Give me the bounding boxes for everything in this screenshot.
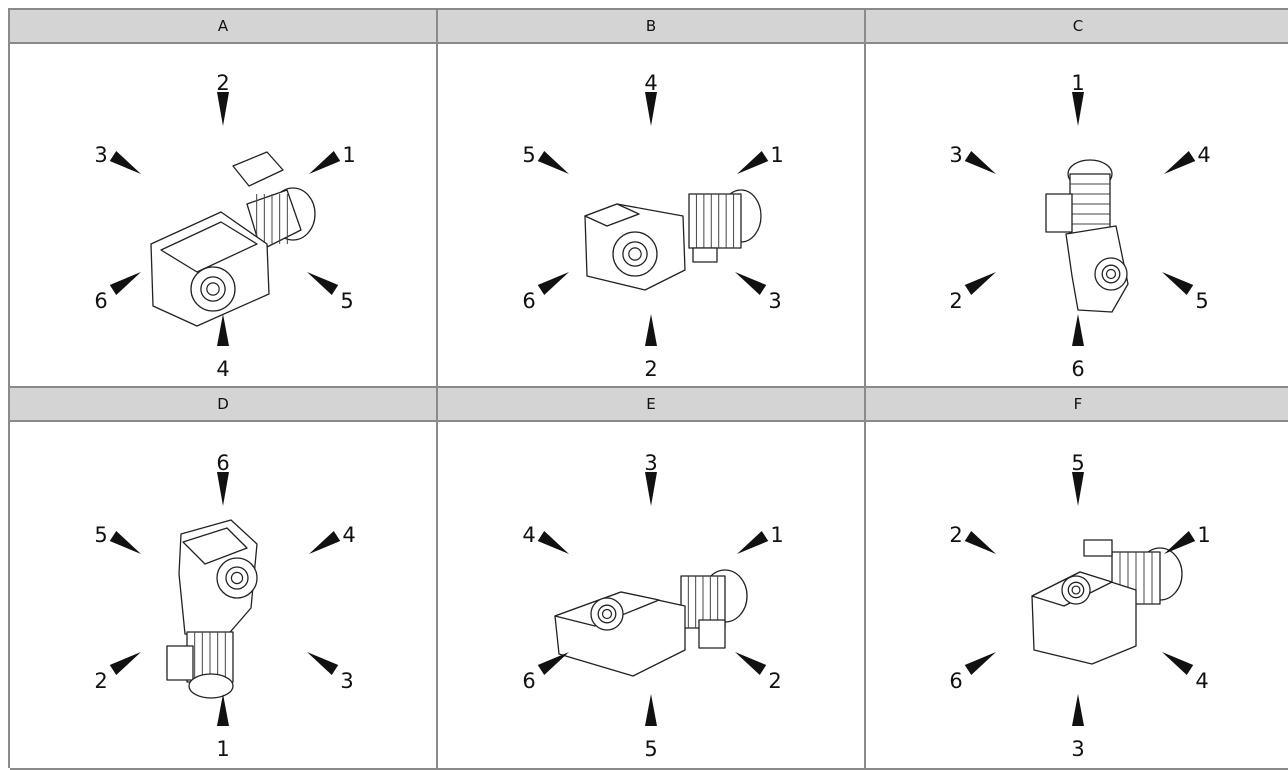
arrow-label-lower-left: 6 — [949, 669, 962, 693]
direction-arrow-upper-left — [537, 530, 569, 554]
gear-motor-drawing — [584, 189, 762, 291]
arrow-label-bottom: 1 — [216, 737, 229, 761]
panel-f: 5 3 2 1 6 4 — [866, 422, 1288, 770]
direction-arrow-upper-right — [309, 150, 341, 174]
direction-arrow-lower-right — [1162, 652, 1194, 676]
direction-arrow-bottom — [1072, 314, 1084, 346]
arrow-label-bottom: 3 — [1071, 737, 1084, 761]
direction-arrow-top — [645, 472, 657, 506]
panel-header-b: B — [438, 10, 866, 44]
arrow-label-top: 2 — [216, 71, 229, 95]
panel-diagram: 3 5 4 1 6 2 — [522, 451, 783, 761]
direction-arrow-upper-left — [109, 150, 141, 174]
direction-arrow-lower-right — [735, 272, 767, 296]
direction-arrow-lower-right — [1162, 272, 1194, 296]
gear-motor-drawing — [554, 569, 748, 677]
arrow-label-top: 3 — [644, 451, 657, 475]
arrow-label-bottom: 2 — [644, 357, 657, 381]
direction-arrow-top — [217, 92, 229, 126]
direction-arrow-upper-right — [737, 150, 769, 174]
arrow-label-upper-right: 1 — [342, 143, 355, 167]
direction-arrow-lower-left — [964, 652, 996, 676]
direction-arrow-top — [217, 472, 229, 506]
direction-arrow-top — [1072, 92, 1084, 126]
arrow-label-upper-right: 4 — [1197, 143, 1210, 167]
direction-arrow-lower-left — [109, 652, 141, 676]
direction-arrow-bottom — [645, 314, 657, 346]
direction-arrow-upper-right — [737, 530, 769, 554]
arrow-label-upper-right: 1 — [770, 143, 783, 167]
panel-header-e: E — [438, 388, 866, 422]
panel-diagram: 2 4 3 1 6 5 — [94, 71, 355, 381]
arrow-label-lower-right: 5 — [340, 289, 353, 313]
gear-motor-drawing — [150, 151, 316, 327]
direction-arrow-lower-left — [537, 272, 569, 296]
arrow-label-lower-left: 6 — [522, 289, 535, 313]
direction-arrow-upper-right — [1164, 150, 1196, 174]
arrow-label-lower-right: 3 — [768, 289, 781, 313]
direction-arrow-lower-left — [537, 652, 569, 676]
direction-arrow-upper-left — [964, 150, 996, 174]
arrow-label-top: 6 — [216, 451, 229, 475]
direction-arrow-upper-left — [109, 530, 141, 554]
arrow-label-upper-left: 5 — [94, 523, 107, 547]
arrow-label-lower-right: 4 — [1195, 669, 1208, 693]
panel-diagram: 5 3 2 1 6 4 — [949, 451, 1210, 761]
panel-c: 1 6 3 4 2 5 — [866, 44, 1288, 388]
panel-header-c: C — [866, 10, 1288, 44]
direction-arrow-upper-left — [537, 150, 569, 174]
arrow-label-top: 4 — [644, 71, 657, 95]
panel-diagram: 6 1 5 4 2 3 — [94, 451, 355, 761]
arrow-label-upper-left: 3 — [94, 143, 107, 167]
direction-arrow-lower-right — [307, 652, 339, 676]
arrow-label-upper-right: 4 — [342, 523, 355, 547]
panel-diagram: 4 2 5 1 6 3 — [522, 71, 783, 381]
direction-arrow-bottom — [217, 694, 229, 726]
arrow-label-bottom: 5 — [644, 737, 657, 761]
arrow-label-upper-left: 2 — [949, 523, 962, 547]
direction-arrow-bottom — [1072, 694, 1084, 726]
gear-motor-drawing — [1031, 539, 1183, 665]
arrow-label-lower-right: 5 — [1195, 289, 1208, 313]
panel-d: 6 1 5 4 2 3 — [10, 422, 438, 770]
panel-header-d: D — [10, 388, 438, 422]
direction-arrow-lower-left — [109, 272, 141, 296]
gear-motor-drawing — [166, 519, 258, 699]
direction-arrow-upper-right — [1164, 530, 1196, 554]
arrow-label-lower-right: 2 — [768, 669, 781, 693]
direction-arrow-top — [1072, 472, 1084, 506]
arrow-label-lower-right: 3 — [340, 669, 353, 693]
arrow-label-lower-left: 6 — [522, 669, 535, 693]
arrow-label-lower-left: 6 — [94, 289, 107, 313]
direction-arrow-lower-right — [307, 272, 339, 296]
direction-arrow-bottom — [645, 694, 657, 726]
arrow-label-bottom: 4 — [216, 357, 229, 381]
arrow-label-upper-left: 5 — [522, 143, 535, 167]
arrow-label-upper-left: 3 — [949, 143, 962, 167]
direction-arrow-bottom — [217, 314, 229, 346]
arrow-label-bottom: 6 — [1071, 357, 1084, 381]
direction-arrow-top — [645, 92, 657, 126]
panel-header-a: A — [10, 10, 438, 44]
arrow-label-lower-left: 2 — [949, 289, 962, 313]
arrow-label-upper-right: 1 — [770, 523, 783, 547]
direction-arrow-lower-right — [735, 652, 767, 676]
panel-a: 2 4 3 1 6 5 — [10, 44, 438, 388]
arrow-label-top: 5 — [1071, 451, 1084, 475]
arrow-label-upper-left: 4 — [522, 523, 535, 547]
gear-motor-drawing — [1045, 159, 1129, 313]
panel-b: 4 2 5 1 6 3 — [438, 44, 866, 388]
panel-header-f: F — [866, 388, 1288, 422]
direction-arrow-upper-right — [309, 530, 341, 554]
panel-diagram: 1 6 3 4 2 5 — [949, 71, 1210, 381]
arrow-label-lower-left: 2 — [94, 669, 107, 693]
direction-arrow-lower-left — [964, 272, 996, 296]
panel-e: 3 5 4 1 6 2 — [438, 422, 866, 770]
arrow-label-upper-right: 1 — [1197, 523, 1210, 547]
direction-arrow-upper-left — [964, 530, 996, 554]
arrow-label-top: 1 — [1071, 71, 1084, 95]
